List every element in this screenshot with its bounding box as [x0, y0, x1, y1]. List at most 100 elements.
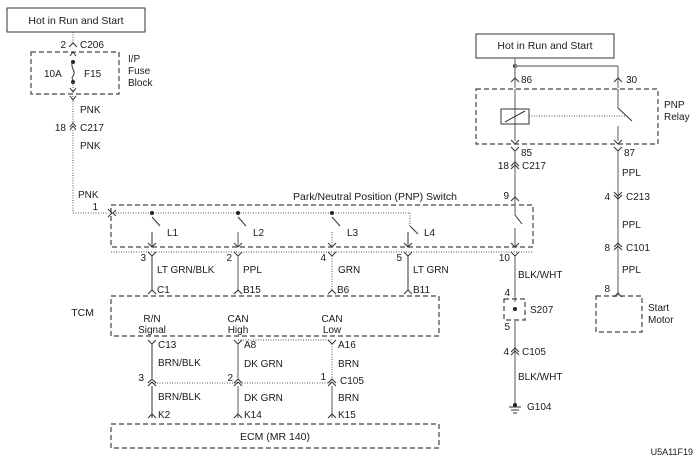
- c101-label: C101: [626, 243, 650, 254]
- contact-l4: L4: [424, 228, 436, 239]
- switch-pin-5: 5: [396, 253, 402, 264]
- ground-wire-blk-wht-1: BLK/WHT: [518, 270, 562, 281]
- pnp-switch: Park/Neutral Position (PNP) Switch L1 L2…: [107, 191, 534, 248]
- tcm-pin-a8: A8: [244, 340, 257, 351]
- wire-dk-grn-2: DK GRN: [244, 393, 283, 404]
- start-motor-1: Start: [648, 303, 669, 314]
- start-wire-ppl-3: PPL: [622, 265, 641, 276]
- wire-brn-1: BRN: [338, 359, 359, 370]
- wire-color-ppl: PPL: [243, 265, 262, 276]
- splice-s207: S207: [530, 305, 554, 316]
- switch-pin-10: 10: [499, 253, 511, 264]
- wire-lt-grn: 5 LT GRN B11: [396, 251, 449, 296]
- left-wire-pnk-3: PNK: [78, 190, 99, 201]
- tcm-pin-b15: B15: [243, 285, 261, 296]
- tcm-pin-b11: B11: [413, 285, 430, 296]
- power-source-right-label: Hot in Run and Start: [497, 40, 592, 52]
- c101-pin: 8: [604, 243, 610, 254]
- power-source-left-label: Hot in Run and Start: [28, 15, 123, 27]
- connector-c217-left: 18 C217: [55, 122, 104, 134]
- ground-path: 10 BLK/WHT 4 S207 5 4 C105 BLK/WHT G104: [499, 251, 562, 414]
- c213-label: C213: [626, 192, 650, 203]
- wire-brn-2: BRN: [338, 393, 359, 404]
- tcm-label: TCM: [71, 307, 94, 319]
- pnp-switch-title: Park/Neutral Position (PNP) Switch: [293, 191, 457, 203]
- tcm-pin-c13: C13: [158, 340, 177, 351]
- fuse-block-name-1: I/P: [128, 54, 141, 65]
- start-motor-2: Motor: [648, 315, 674, 326]
- wire-can-high: A8 DK GRN 2 DK GRN K14: [227, 339, 283, 421]
- wire-color-lt-grn: LT GRN: [413, 265, 449, 276]
- s207-out-pin: 5: [504, 322, 510, 333]
- ground-wire-blk-wht-2: BLK/WHT: [518, 372, 562, 383]
- ground-g104: G104: [527, 402, 552, 413]
- ecm-pin-k2: K2: [158, 410, 171, 421]
- c105-ground-label: C105: [522, 347, 546, 358]
- start-motor-box: [595, 295, 643, 333]
- tcm-signal-canh-1: CAN: [227, 314, 248, 325]
- tcm-signal-canh-2: High: [228, 325, 249, 336]
- power-source-left: Hot in Run and Start: [6, 7, 146, 33]
- switch-pin-9: 9: [503, 191, 509, 202]
- wire-brn-blk-2: BRN/BLK: [158, 392, 201, 403]
- fuse-block: 10A F15 I/P Fuse Block: [30, 51, 153, 95]
- ecm-pin-k14: K14: [244, 410, 262, 421]
- tcm-signal-rn-1: R/N: [143, 314, 160, 325]
- switch-pin-4: 4: [320, 253, 326, 264]
- tcm-signal-canl-2: Low: [323, 325, 342, 336]
- wire-can-low: A16 BRN 1 C105 BRN K15: [320, 339, 364, 421]
- power-source-right: Hot in Run and Start: [475, 33, 615, 59]
- wire-lt-grn-blk: 3 LT GRN/BLK C1: [140, 251, 215, 296]
- contact-l3: L3: [347, 228, 359, 239]
- fuse-block-name-2: Fuse: [128, 66, 151, 77]
- c105-pin-3: 3: [138, 373, 144, 384]
- relay-pin-86: 86: [521, 75, 533, 86]
- fuse-rating: 10A: [44, 69, 62, 80]
- c105-label-tcm: C105: [340, 376, 364, 387]
- c206-label: C206: [80, 40, 104, 51]
- tcm-signal-rn-2: Signal: [138, 325, 166, 336]
- left-wire-pnk-2: PNK: [80, 141, 101, 152]
- contact-l1: L1: [167, 228, 179, 239]
- tcm-signal-canl-1: CAN: [321, 314, 342, 325]
- ecm-label: ECM (MR 140): [240, 431, 310, 443]
- splice-icon: [513, 307, 517, 311]
- c217-left-pin: 18: [55, 123, 67, 134]
- start-path: 87 PPL 4 C213 PPL 8 C101 PPL 8 Start Mot…: [595, 146, 674, 333]
- s207-in-pin: 4: [504, 288, 510, 299]
- left-wire-pnk-1: PNK: [80, 105, 101, 116]
- fuse-icon: [71, 61, 75, 83]
- relay-name-2: Relay: [664, 112, 690, 123]
- ecm-pin-k15: K15: [338, 410, 356, 421]
- relay-pin-87: 87: [624, 148, 636, 159]
- c105-pin-2: 2: [227, 373, 233, 384]
- wire-dk-grn-1: DK GRN: [244, 359, 283, 370]
- c105-pin-1: 1: [320, 372, 326, 383]
- wire-color-lt-grn-blk: LT GRN/BLK: [157, 265, 215, 276]
- contact-l2: L2: [253, 228, 265, 239]
- c217-right-label: C217: [522, 161, 546, 172]
- connector-c206: 2 C206: [60, 40, 104, 51]
- tcm-pin-a16: A16: [338, 340, 356, 351]
- relay-name-1: PNP: [664, 100, 685, 111]
- motor-pin: 8: [604, 284, 610, 295]
- c217-right-pin: 18: [498, 161, 510, 172]
- switch-pin-1: 1: [92, 202, 98, 213]
- c105-ground-pin: 4: [503, 347, 509, 358]
- wire-ppl: 2 PPL B15: [226, 251, 262, 296]
- pnp-relay: 86 30 PNP Relay: [475, 75, 690, 145]
- c217-left-label: C217: [80, 123, 104, 134]
- start-wire-ppl-1: PPL: [622, 168, 641, 179]
- wire-rn-signal: C13 BRN/BLK 3 BRN/BLK K2: [138, 339, 201, 421]
- switch-pin-2: 2: [226, 253, 232, 264]
- ground-icon: [509, 403, 521, 414]
- c206-pin: 2: [60, 40, 66, 51]
- connector-c217-right: 18 C217: [498, 161, 546, 172]
- wire-brn-blk-1: BRN/BLK: [158, 358, 201, 369]
- figure-id: U5A11F19: [651, 447, 693, 457]
- tcm-pin-b6: B6: [337, 285, 350, 296]
- switch-pin-3: 3: [140, 253, 146, 264]
- fuse-block-name-3: Block: [128, 78, 153, 89]
- wire-color-grn: GRN: [338, 265, 360, 276]
